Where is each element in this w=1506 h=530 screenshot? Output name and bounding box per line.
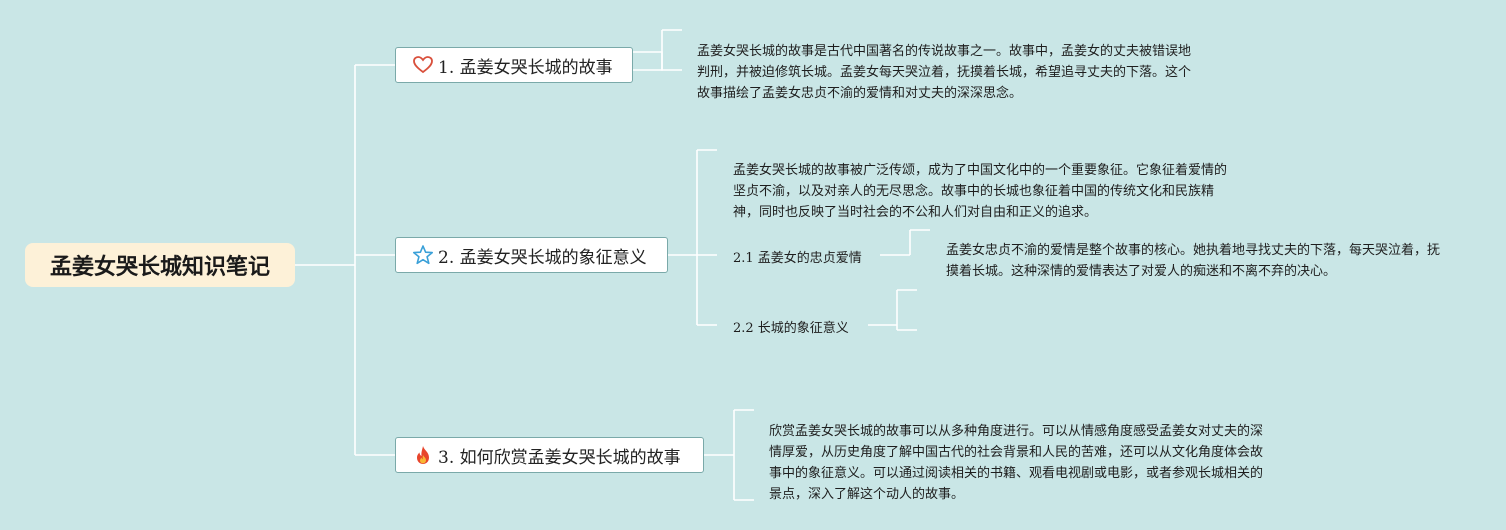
branch-story-note: 孟姜女哭长城的故事是古代中国著名的传说故事之一。故事中，孟姜女的丈夫被错误地判刑…	[697, 44, 1192, 101]
heart-icon	[412, 54, 434, 76]
sub-loyal-love[interactable]: 2.1 孟姜女的忠贞爱情	[733, 251, 862, 266]
branch-story[interactable]: 1. 孟姜女哭长城的故事	[395, 47, 633, 83]
branch-story-label: 1. 孟姜女哭长城的故事	[438, 57, 613, 78]
branch-symbolism-label: 2. 孟姜女哭长城的象征意义	[438, 247, 647, 268]
branch-appreciate-label: 3. 如何欣赏孟姜女哭长城的故事	[438, 447, 681, 468]
fire-icon	[412, 444, 434, 466]
root-node[interactable]: 孟姜女哭长城知识笔记	[25, 243, 295, 287]
root-title: 孟姜女哭长城知识笔记	[49, 255, 270, 280]
branch-symbolism-note: 孟姜女哭长城的故事被广泛传颂，成为了中国文化中的一个重要象征。它象征着爱情的坚贞…	[733, 163, 1228, 220]
branch-appreciate[interactable]: 3. 如何欣赏孟姜女哭长城的故事	[395, 437, 704, 473]
branch-symbolism[interactable]: 2. 孟姜女哭长城的象征意义	[395, 237, 668, 273]
branch-appreciate-note: 欣赏孟姜女哭长城的故事可以从多种角度进行。可以从情感角度感受孟姜女对丈夫的深情厚…	[769, 424, 1264, 502]
sub-great-wall-symbol[interactable]: 2.2 长城的象征意义	[733, 321, 849, 336]
sub-loyal-love-note: 孟姜女忠贞不渝的爱情是整个故事的核心。她执着地寻找丈夫的下落，每天哭泣着，抚摸着…	[946, 243, 1441, 279]
star-icon	[412, 244, 434, 266]
